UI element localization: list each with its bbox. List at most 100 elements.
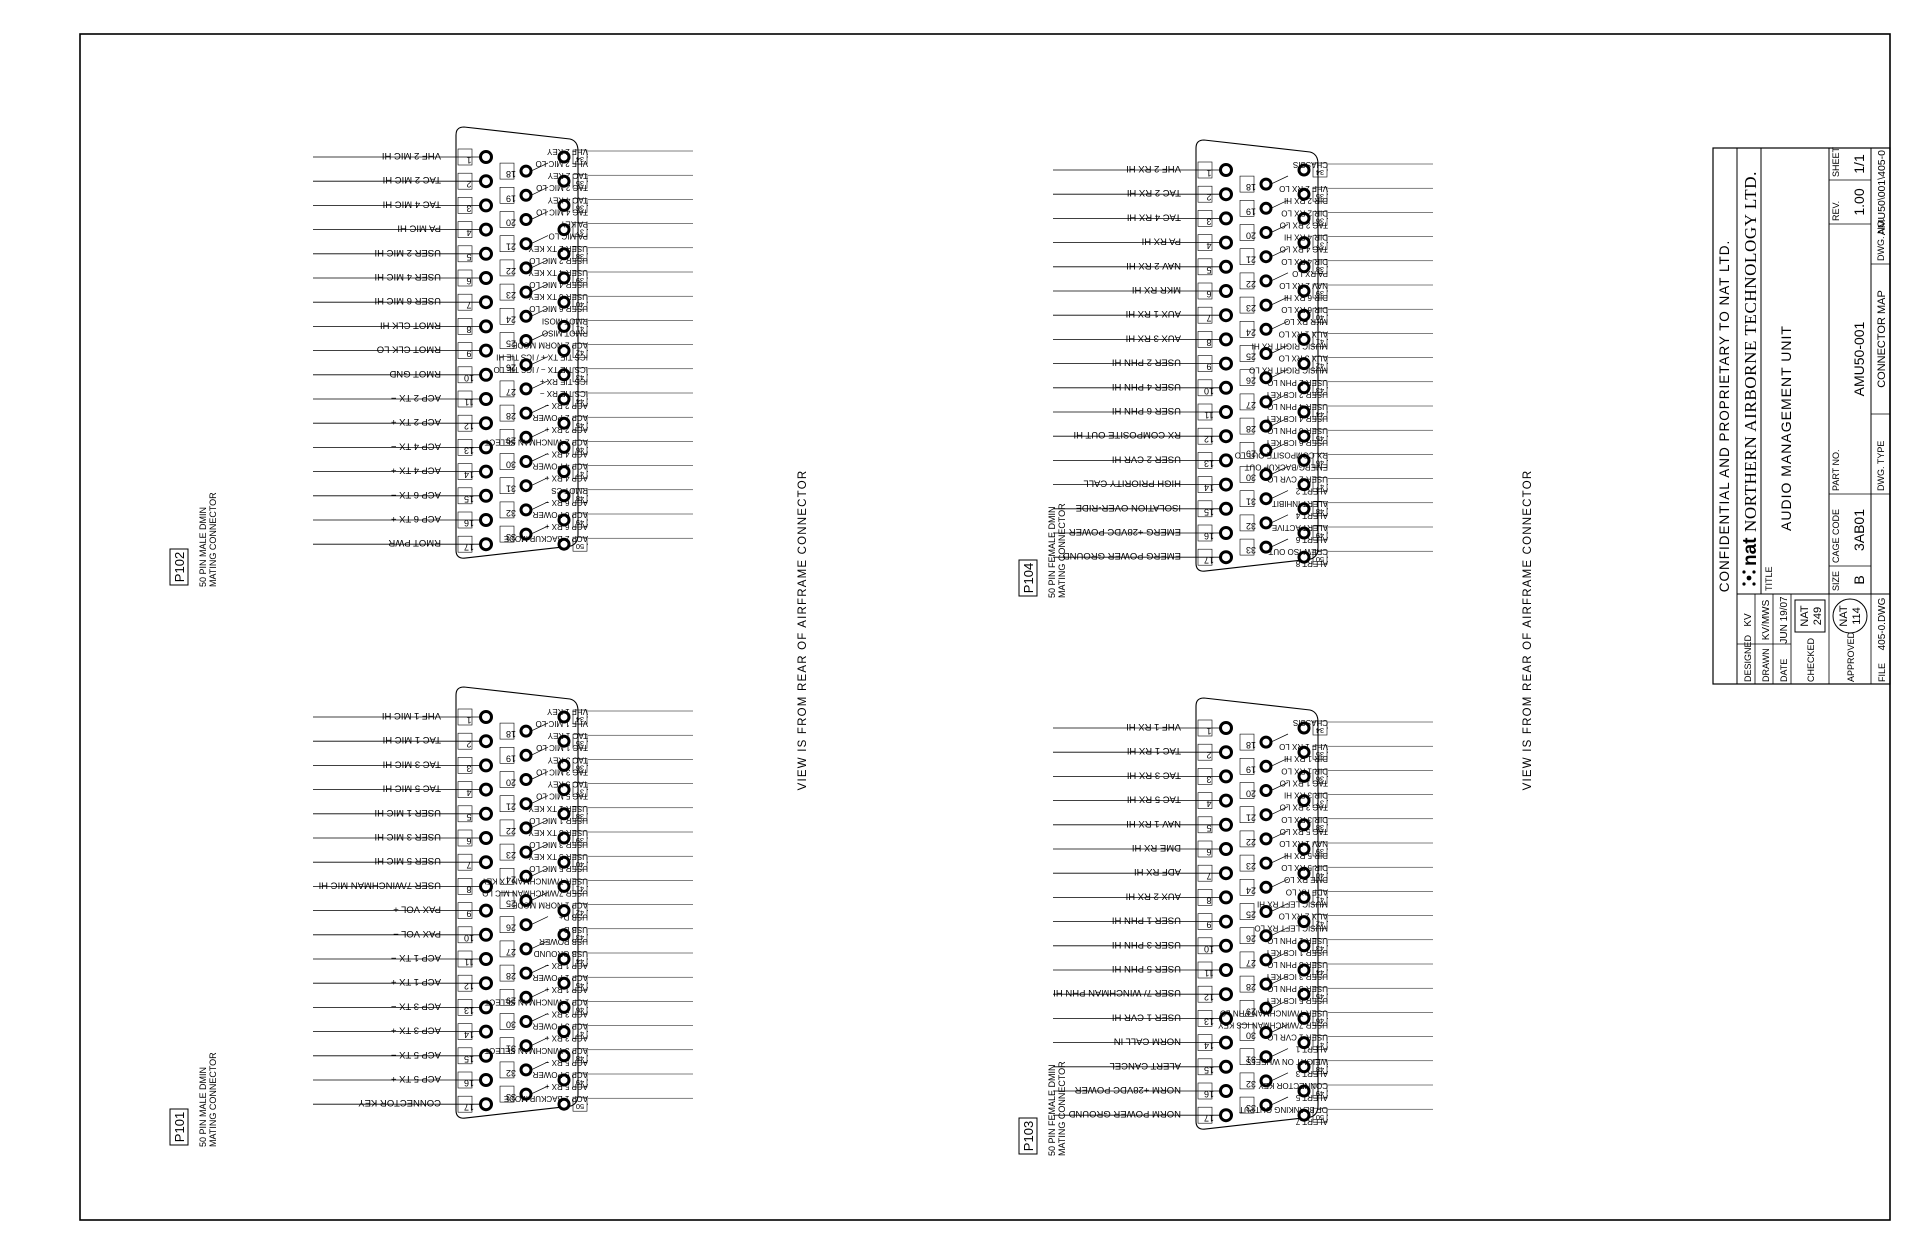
pin-number: 22: [1246, 837, 1256, 847]
drawing-border: [79, 33, 1891, 1221]
pin-number-box: [1197, 792, 1213, 809]
pin-number: 15: [1204, 507, 1214, 517]
date-label: DATE: [1779, 659, 1789, 682]
pin-number-box: [499, 187, 515, 204]
pin-label: DIR 1 RX LO: [1281, 766, 1328, 775]
pin-number: 48: [1316, 507, 1324, 516]
pin-label: TAC 2 RX HI: [1127, 187, 1181, 198]
pin-wire: [1270, 878, 1289, 888]
pin-contact: [557, 271, 571, 285]
pin-label: TAC 5 RX LO: [1280, 827, 1328, 836]
pin-number: 43: [1316, 944, 1324, 953]
pin-contact: [1219, 817, 1233, 832]
pin-contact: [519, 406, 533, 420]
pin-number: 28: [506, 411, 516, 421]
pin-label: DIR 3 RX HI: [1284, 791, 1328, 800]
pin-number-box: [499, 453, 515, 470]
pin-contact: [1219, 187, 1233, 202]
pin-number-box: [1239, 441, 1255, 459]
pin-label: DME RX LO: [1284, 875, 1328, 884]
pin-contact: [1297, 1036, 1311, 1050]
pin-contact: [479, 246, 493, 261]
pin-label: ACP 6 TX −: [390, 489, 441, 500]
pin-label: AUX 2 RX HI: [1126, 890, 1181, 901]
pin-contact: [479, 1048, 493, 1063]
pin-number-box: [499, 892, 515, 909]
pin-label: VHF 1 RX HI: [1126, 721, 1181, 732]
pin-label: ACP 2 RX +: [544, 425, 588, 434]
pin-label: TAC 1 MIC HI: [383, 734, 441, 745]
pin-number-box: [457, 197, 473, 214]
pin-number: 25: [1246, 910, 1256, 920]
pin-label: USER 5 ICS KEY: [1265, 996, 1328, 1005]
pin-label: ICS TIE TX − / ICS TIE LO: [494, 365, 588, 374]
designed-value: KV: [1743, 613, 1754, 627]
pin-contact: [1297, 915, 1311, 929]
pin-number-box: [499, 771, 515, 788]
pin-contact: [479, 734, 493, 749]
pin-number-box: [457, 732, 473, 750]
pin-label: ACP 2 TX −: [390, 392, 441, 403]
pin-number: 17: [1204, 555, 1214, 565]
view-note-2: VIEW IS FROM REAR OF AIRFRAME CONNECTOR: [1522, 470, 1534, 791]
pin-label: ACP 3 RX +: [544, 1034, 588, 1043]
pin-number: 10: [1204, 944, 1214, 954]
pin-number: 16: [464, 518, 474, 528]
pin-label: CONNECTOR KEY: [358, 1097, 441, 1108]
pin-number-box: [1197, 210, 1213, 227]
pin-number: 4: [466, 788, 471, 798]
pin-label: ISOLATION OVER-RIDE: [1076, 502, 1181, 513]
pin-contact: [557, 295, 571, 309]
connector-caption-line2: MATING CONNECTOR: [1057, 503, 1067, 598]
pin-number: 1: [466, 715, 471, 725]
pin-label: ICS TIE RX +: [540, 377, 588, 386]
pin-wire: [530, 916, 549, 926]
pin-contact: [557, 1000, 571, 1014]
pin-number-box: [1239, 806, 1255, 824]
pin-label: AUX 1 RX LO: [1279, 329, 1328, 338]
pin-number: 26: [506, 923, 516, 933]
pin-wire: [1270, 757, 1289, 767]
pin-number-box: [1239, 999, 1255, 1017]
pin-contact: [479, 416, 493, 431]
pin-wire: [1270, 175, 1289, 185]
connector-id-label: P101: [172, 1112, 187, 1142]
pin-number-box: [457, 1095, 473, 1113]
file-label: FILE: [1877, 663, 1887, 682]
pin-number: 2: [1206, 192, 1211, 202]
pin-number-box: [1197, 889, 1213, 906]
pin-number-box: [1239, 927, 1255, 945]
pin-label: VHF 1 MIC HI: [382, 710, 441, 721]
pin-number-box: [499, 380, 515, 398]
pin-number-box: [1239, 200, 1255, 217]
size-label: SIZE: [1831, 571, 1841, 591]
pin-wire: [530, 211, 549, 220]
rev-value: 1.00: [1851, 188, 1867, 215]
pin-label: USER 1 ICS KEY: [1265, 948, 1328, 957]
dwg-no-label: DWG. NO.: [1876, 218, 1886, 261]
pin-contact: [557, 1025, 571, 1039]
pin-number: 44: [1316, 410, 1324, 419]
pin-wire: [530, 404, 549, 414]
pin-contact: [479, 1073, 493, 1087]
pin-contact: [479, 1024, 493, 1039]
pin-contact: [1219, 380, 1233, 395]
pin-number: 16: [1204, 531, 1214, 541]
pin-number: 14: [464, 470, 474, 480]
pin-label: USER 7/ WINCHMAN PHN HI: [1053, 987, 1181, 998]
pin-contact: [1259, 492, 1273, 506]
pin-wire: [1270, 248, 1289, 258]
dwg-type-value: CONNECTOR MAP: [1876, 290, 1888, 388]
pin-contact: [557, 174, 571, 188]
pin-number: 13: [464, 445, 474, 455]
pin-label: USB POWER: [539, 937, 588, 946]
pin-number: 26: [1246, 934, 1256, 944]
confidential-notice: CONFIDENTIAL AND PROPRIETARY TO NAT LTD.: [1717, 240, 1732, 593]
pin-contact: [557, 198, 571, 212]
pin-label: ACP 1 POWER: [532, 973, 588, 982]
pin-number-box: [1197, 258, 1213, 276]
pin-number: 2: [466, 179, 471, 189]
pin-number-box: [1197, 524, 1213, 542]
